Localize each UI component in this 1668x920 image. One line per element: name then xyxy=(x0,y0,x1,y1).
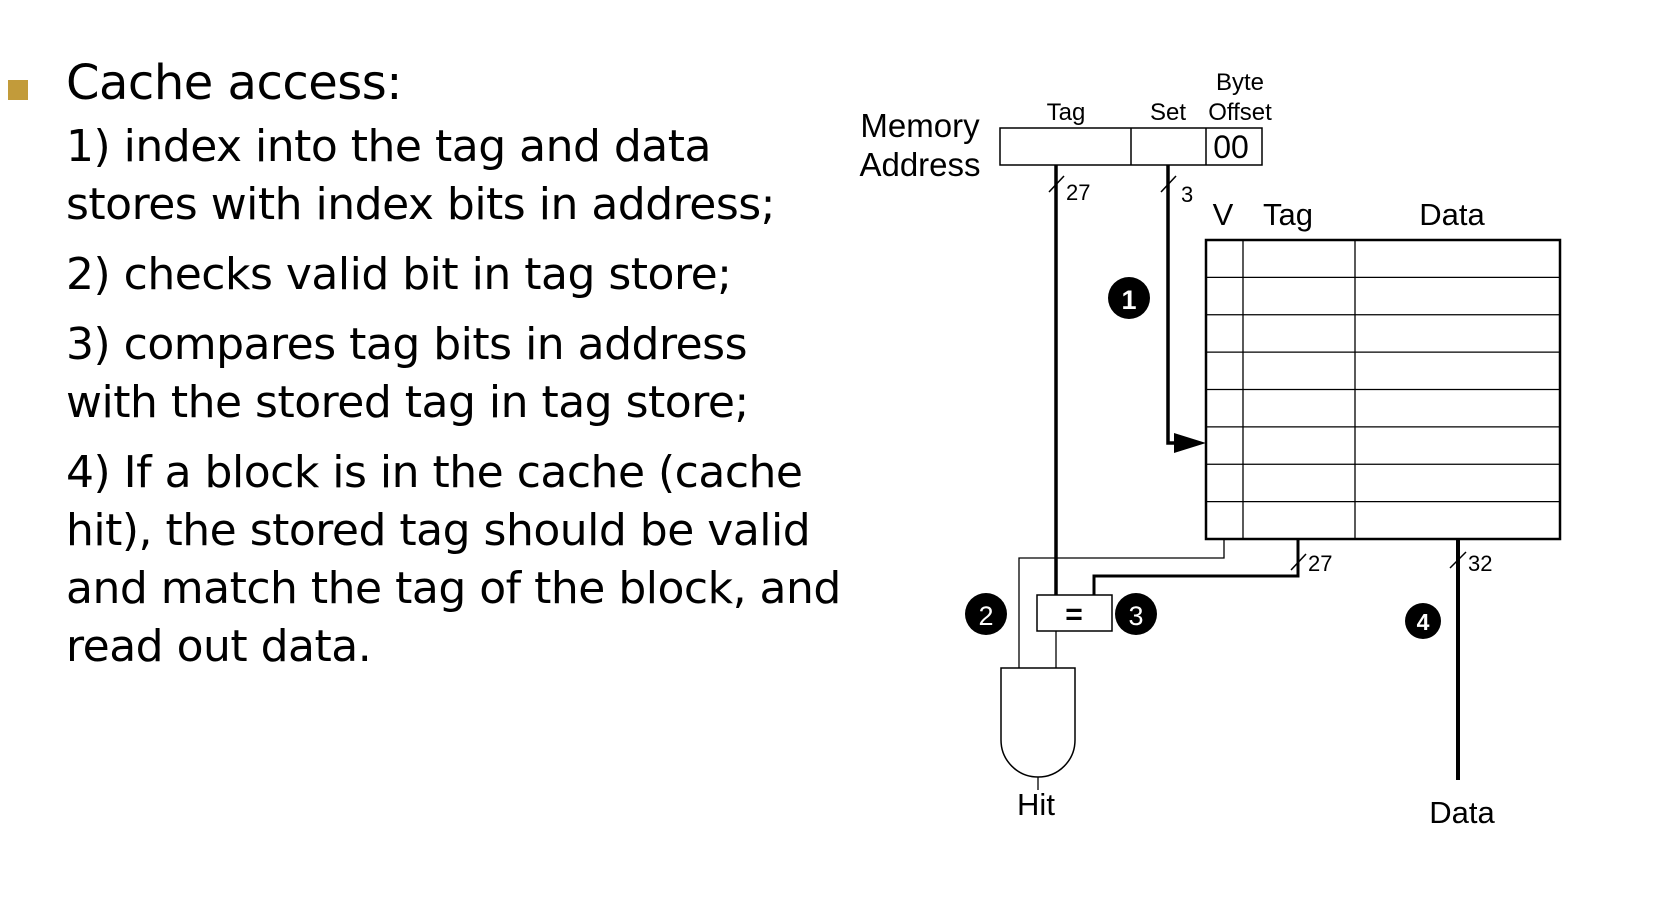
tag-bus-slash xyxy=(1048,175,1065,193)
step-marker-4: 4 xyxy=(1405,603,1441,639)
field-tag-label: Tag xyxy=(1047,99,1086,126)
stored-tag-width-label: 27 xyxy=(1308,551,1332,576)
set-arrow-icon xyxy=(1174,433,1206,453)
comparator-box xyxy=(1036,594,1113,632)
stored-tag-slash xyxy=(1290,553,1307,571)
svg-text:2: 2 xyxy=(978,601,993,631)
data-output-label: Data xyxy=(1429,795,1495,830)
step-4-text: 4) If a block is in the cache (cache hit… xyxy=(66,447,841,672)
step-1-text: 1) index into the tag and data stores wi… xyxy=(66,121,776,230)
svg-text:4: 4 xyxy=(1417,609,1430,635)
stored-tag-bus xyxy=(1092,539,1300,595)
bullet-square-icon xyxy=(8,80,28,100)
field-byte-label-2: Offset xyxy=(1208,99,1272,126)
valid-bit-wire xyxy=(1018,539,1225,668)
set-bus xyxy=(1166,165,1180,445)
hit-output-label: Hit xyxy=(1017,787,1055,822)
step-marker-1: 1 xyxy=(1108,277,1150,319)
comparator-symbol: = xyxy=(1065,598,1083,631)
and-gate-icon xyxy=(1000,667,1076,778)
heading: Cache access: xyxy=(66,55,402,111)
text-block: Cache access: 1) index into the tag and … xyxy=(66,52,906,688)
tag-width-label: 27 xyxy=(1066,180,1090,205)
step-3-text: 3) compares tag bits in address with the… xyxy=(66,319,749,428)
memory-address-label-1: Memory xyxy=(860,107,980,144)
set-bus-slash xyxy=(1160,175,1177,193)
field-byte-label-1: Byte xyxy=(1216,69,1264,96)
svg-text:1: 1 xyxy=(1121,285,1136,315)
field-set-label: Set xyxy=(1150,99,1186,126)
data-width-label: 32 xyxy=(1468,551,1492,576)
address-box xyxy=(999,127,1263,166)
col-tag-label: Tag xyxy=(1263,197,1313,232)
memory-address-label-2: Address xyxy=(859,146,980,183)
set-width-label: 3 xyxy=(1181,182,1193,207)
step-marker-3: 3 xyxy=(1115,593,1157,635)
svg-text:3: 3 xyxy=(1128,601,1143,631)
col-v-label: V xyxy=(1213,197,1234,232)
cache-table xyxy=(1204,238,1562,541)
data-bus-slash xyxy=(1449,551,1467,569)
col-data-label: Data xyxy=(1419,197,1485,232)
step-2-text: 2) checks valid bit in tag store; xyxy=(66,249,732,300)
byte-offset-value: 00 xyxy=(1213,129,1249,165)
step-marker-2: 2 xyxy=(965,593,1007,635)
